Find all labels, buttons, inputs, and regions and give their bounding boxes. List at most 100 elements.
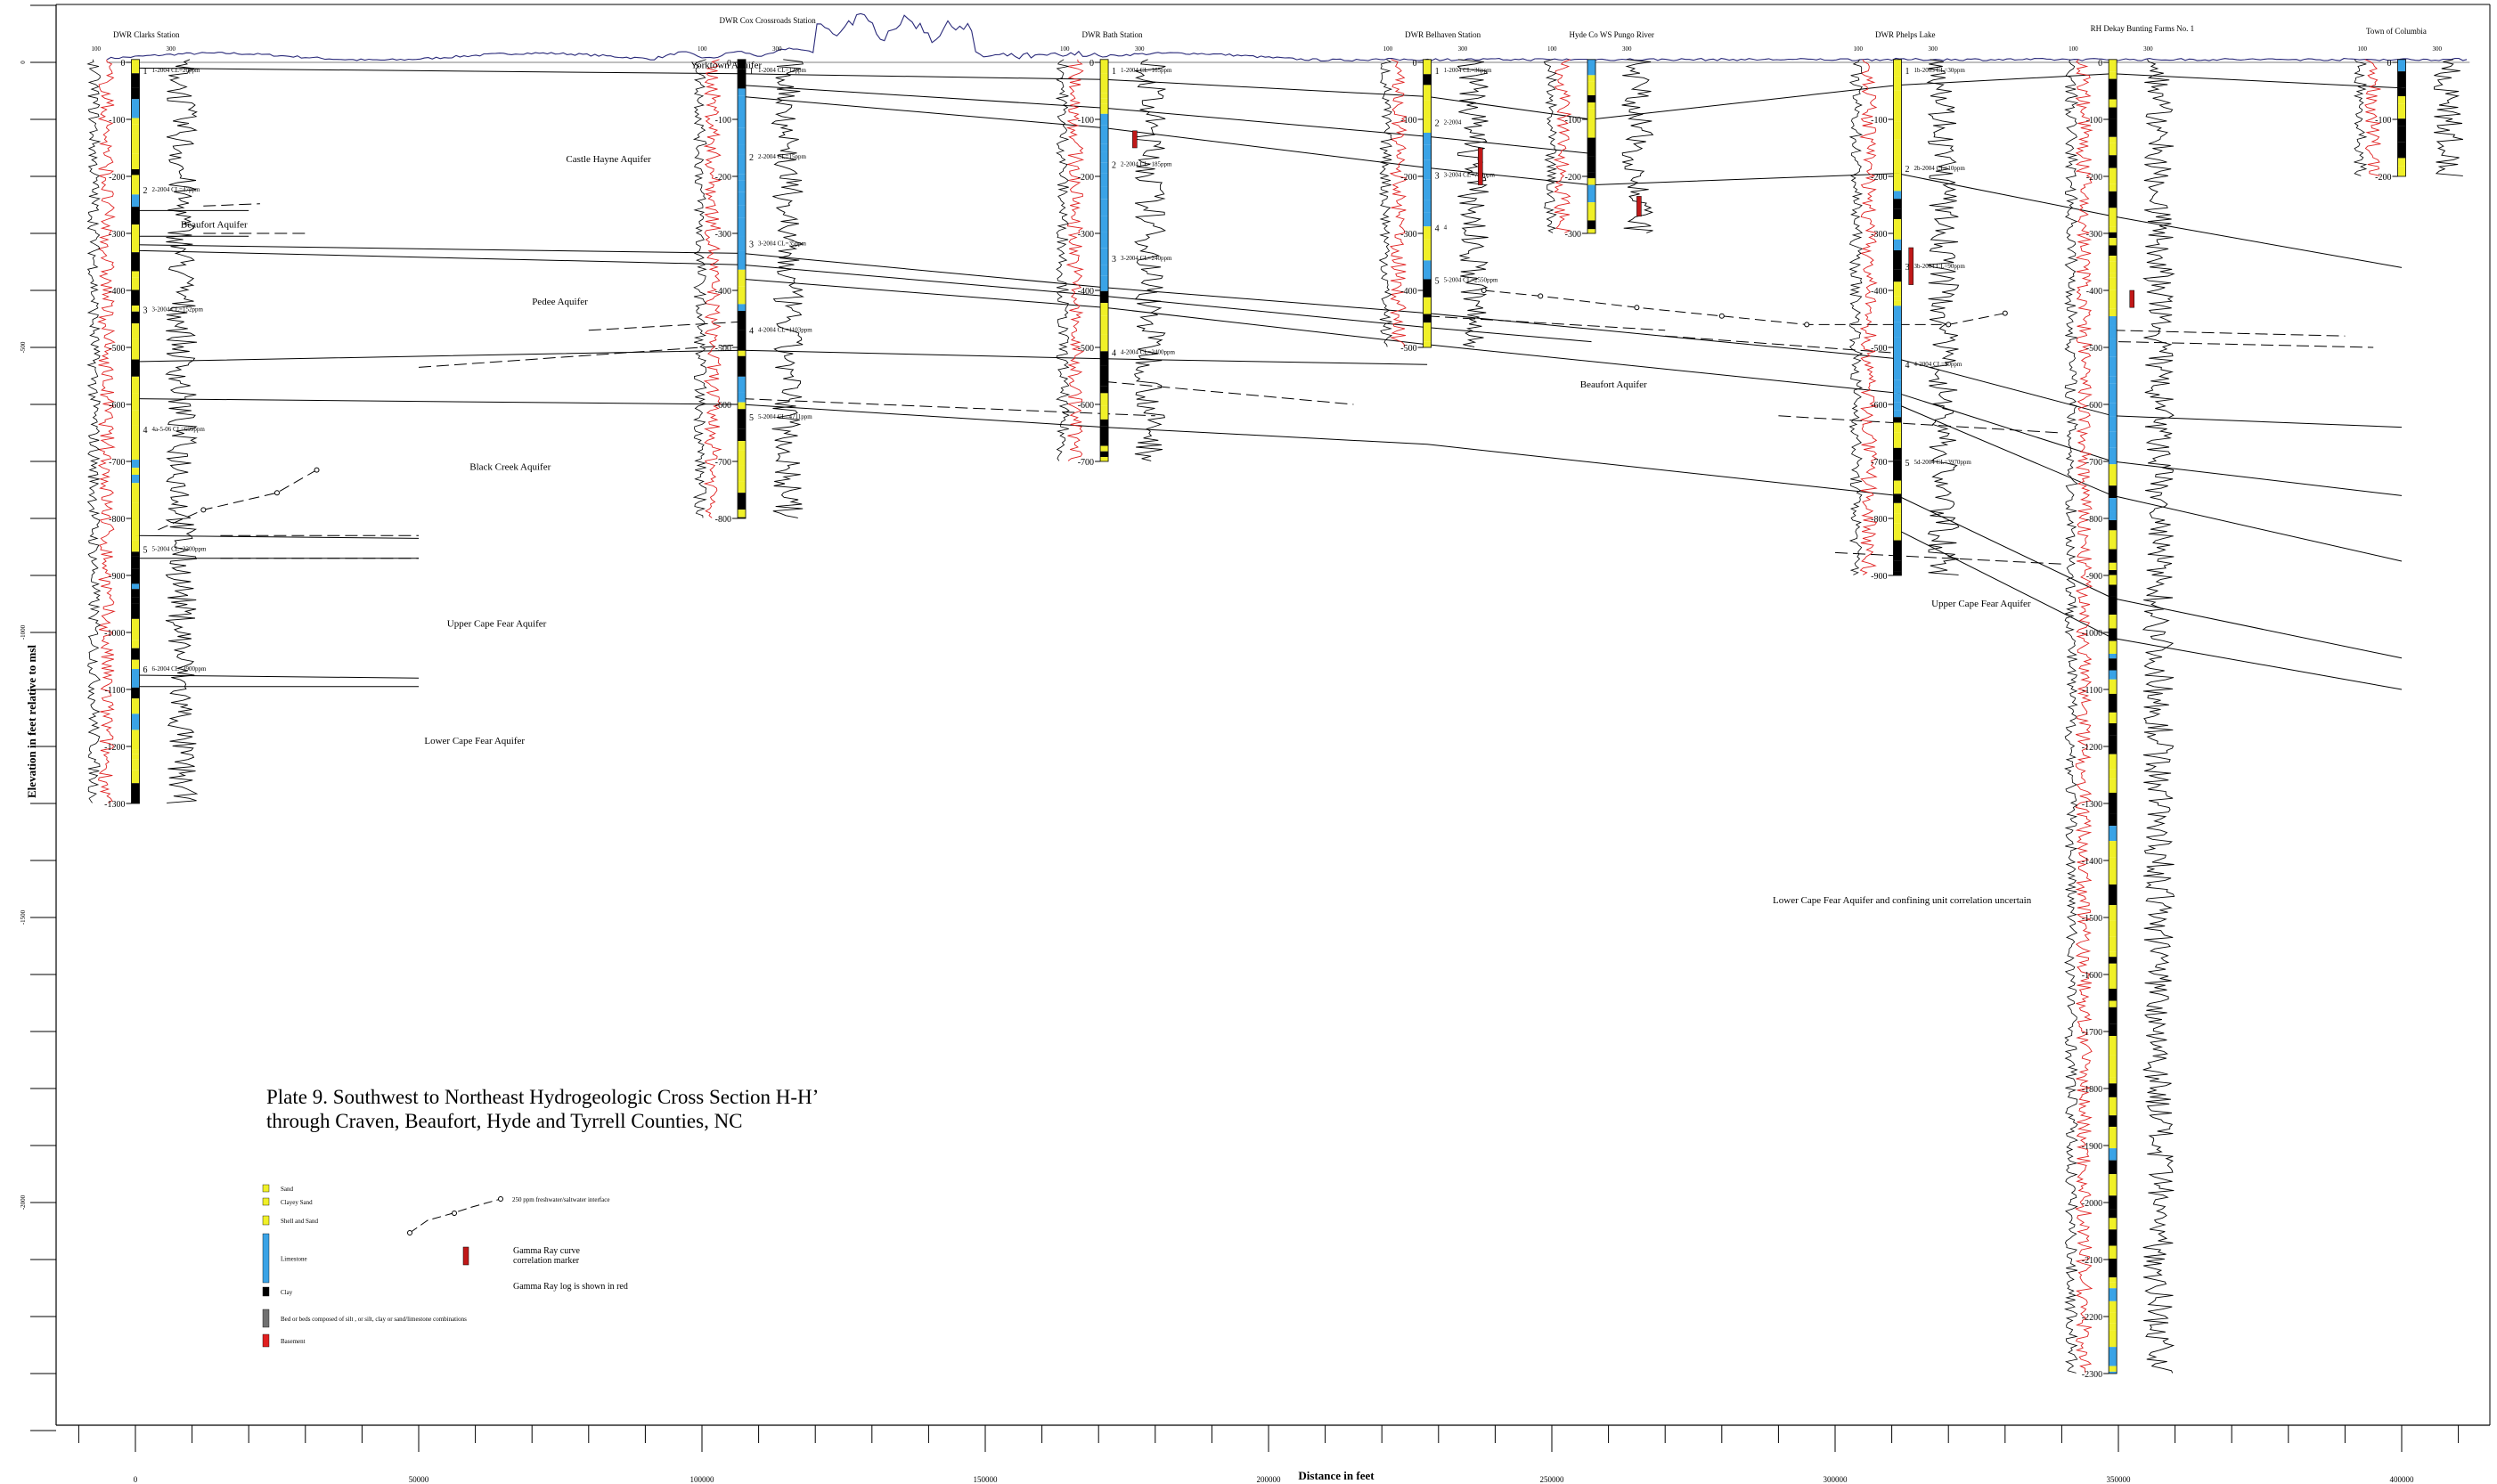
sample-number: 1 (1905, 67, 1909, 77)
column-clay (131, 311, 140, 324)
scale-right: 300 (2143, 45, 2153, 53)
aquifer-label: Lower Cape Fear Aquifer and confining un… (1773, 895, 2032, 906)
column-clay (1587, 220, 1596, 230)
column-clay (1893, 208, 1902, 220)
interface-dot (1718, 313, 1725, 319)
scale-left: 100 (2069, 45, 2078, 53)
depth-label: 0 (727, 59, 731, 69)
depth-label: -200 (1565, 173, 1581, 183)
sample-number: 5 (749, 413, 754, 423)
x-tick-label: 400000 (2390, 1475, 2415, 1484)
x-tick-label: 300000 (1824, 1475, 1848, 1484)
sample-number: 2 (749, 153, 754, 163)
plate-title-line1: Plate 9. Southwest to Northeast Hydrogeo… (266, 1086, 819, 1108)
interface-dot (1538, 293, 1544, 299)
interface-legend-text: 250 ppm freshwater/saltwater interface (512, 1196, 609, 1203)
legend-label: Clay (281, 1289, 293, 1296)
column-sand (1893, 59, 1902, 77)
y-tick-label: -2000 (20, 1195, 27, 1210)
depth-label: -1000 (2082, 629, 2102, 639)
column-limestone (1893, 306, 1902, 322)
column-clay (2109, 1083, 2118, 1097)
legend-swatch-limestone (262, 1233, 270, 1284)
column-sand (2109, 167, 2118, 184)
depth-label: -100 (2086, 116, 2102, 126)
depth-label: -200 (109, 173, 125, 183)
aquifer-label: Upper Cape Fear Aquifer (447, 619, 547, 630)
column-clay (2109, 1259, 2118, 1278)
sample-number: 2 (1435, 119, 1440, 129)
legend-notes: 250 ppm freshwater/saltwater interface G… (407, 1196, 628, 1292)
depth-label: -200 (2375, 173, 2391, 183)
depth-label: 0 (2387, 59, 2392, 69)
resistivity-log (1133, 59, 1166, 461)
column-limestone (2109, 316, 2118, 326)
column-outline (131, 59, 140, 804)
column-sand (2109, 779, 2118, 793)
column-clay (2109, 118, 2118, 137)
column-sand (2109, 1077, 2118, 1084)
column-sand (131, 306, 140, 312)
depth-label: -800 (1871, 515, 1887, 525)
column-sand (738, 481, 747, 493)
column-sand (738, 286, 747, 305)
well-name: Town of Columbia (2366, 27, 2427, 36)
depth-label: -100 (1565, 116, 1581, 126)
column-sand (2109, 238, 2118, 246)
aquifer-label: Yorktown Aquifer (690, 60, 762, 70)
well-3: DWR Belhaven Station0-100-200-300-400-50… (1383, 30, 1498, 354)
column-clay (2109, 245, 2118, 257)
column-sand (131, 338, 140, 360)
column-limestone (1423, 159, 1432, 180)
depth-label: -300 (2086, 230, 2102, 240)
interface-dot (407, 1230, 412, 1235)
column-limestone (738, 103, 747, 112)
depth-label: -100 (1871, 116, 1887, 126)
depth-label: -2100 (2082, 1256, 2102, 1266)
column-limestone (2109, 498, 2118, 512)
column-limestone (1100, 113, 1109, 126)
column-sand (1100, 73, 1109, 94)
column-sand (2397, 103, 2406, 119)
depth-label: -100 (109, 116, 125, 126)
sample-number: 6 (143, 665, 148, 675)
column-limestone (1100, 206, 1109, 216)
interface-dot (452, 1211, 457, 1216)
column-clay (2109, 957, 2118, 964)
column-clay (1100, 426, 1109, 446)
column-sand (2109, 1055, 2118, 1078)
column-clay (2109, 191, 2118, 208)
scale-right: 300 (1928, 45, 1938, 53)
gamma-ray-log (1065, 59, 1085, 461)
depth-label: -1100 (105, 686, 126, 696)
column-sand (131, 245, 140, 253)
depth-label: -100 (1078, 116, 1094, 126)
sample-number: 4 (1435, 224, 1440, 233)
scale-right: 300 (167, 45, 176, 53)
depth-label: -100 (1400, 116, 1416, 126)
depth-label: -300 (1871, 230, 1887, 240)
column-sand (131, 440, 140, 461)
column-limestone (1100, 216, 1109, 232)
x-tick-label: 100000 (690, 1475, 715, 1484)
column-sand (1587, 178, 1596, 185)
column-sand (131, 323, 140, 339)
scale-left: 100 (1547, 45, 1557, 53)
correlation-dashed (1104, 380, 1354, 405)
column-limestone (738, 217, 747, 237)
sample-text: 2-2004 CL=47ppm (152, 186, 200, 193)
legend-label: Sand (281, 1186, 294, 1193)
column-outline (2397, 59, 2406, 177)
depth-label: -300 (1400, 230, 1416, 240)
column-limestone (1423, 144, 1432, 160)
column-sand (2109, 277, 2118, 290)
column-limestone (2109, 1347, 2118, 1366)
column-limestone (738, 127, 747, 145)
interface-dot (1946, 322, 1952, 328)
sp-log (86, 59, 102, 803)
column-sand (2109, 963, 2118, 981)
column-sand (2109, 1282, 2118, 1289)
column-clay (131, 252, 140, 272)
column-sand (131, 224, 140, 246)
